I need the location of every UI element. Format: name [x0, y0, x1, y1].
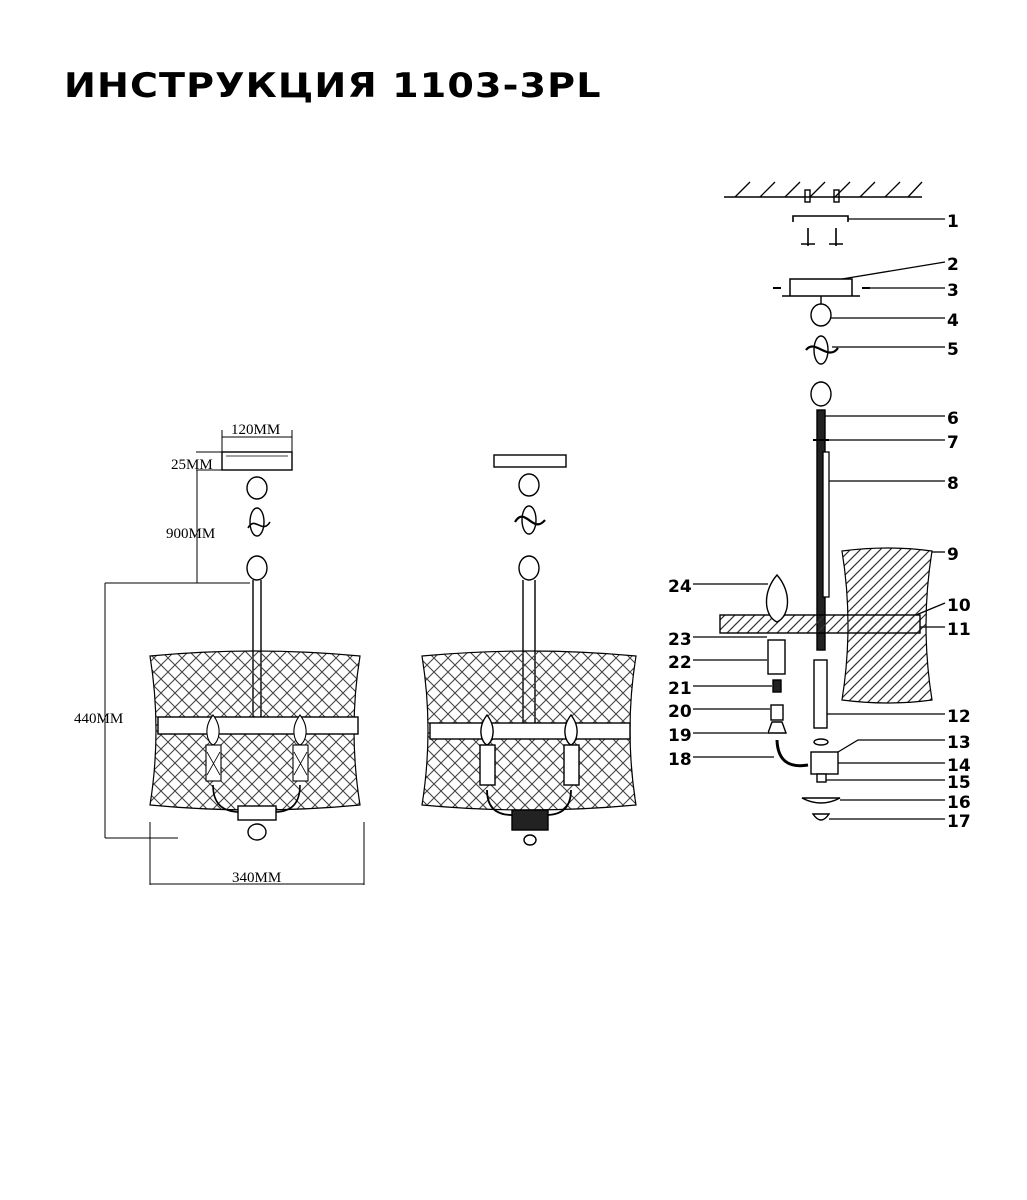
part-number: 8 — [947, 474, 959, 494]
part-number: 10 — [947, 596, 971, 616]
part-number: 14 — [947, 756, 971, 776]
dim-lamp-width: 340MM — [232, 870, 281, 886]
part-number: 20 — [668, 702, 692, 722]
dim-height-base: 25MM — [171, 457, 213, 473]
part-number: 21 — [668, 679, 692, 699]
shade-ring-left — [157, 716, 359, 735]
part-number: 12 — [947, 707, 971, 727]
front-view-dimensioned — [104, 430, 365, 885]
part-number: 16 — [947, 793, 971, 813]
part-number: 15 — [947, 773, 971, 793]
part-number: 17 — [947, 812, 971, 832]
part-number: 5 — [947, 340, 959, 360]
part-number: 23 — [668, 630, 692, 650]
dim-chain-length: 900MM — [166, 526, 215, 542]
part-number: 24 — [668, 577, 692, 597]
part-number: 18 — [668, 750, 692, 770]
candle-bulb-icon — [205, 714, 309, 782]
part-number: 11 — [947, 620, 971, 640]
part-number: 6 — [947, 409, 959, 429]
part-number: 22 — [668, 653, 692, 673]
part-number: 3 — [947, 281, 959, 301]
dim-width-base: 120MM — [231, 422, 280, 438]
canopy-left — [221, 451, 293, 471]
part-number: 7 — [947, 433, 959, 453]
part-number: 2 — [947, 255, 959, 275]
front-view-plain — [421, 454, 637, 846]
part-number: 4 — [947, 311, 959, 331]
part-numbers: 1 2 3 4 5 6 7 8 9 10 11 12 13 14 15 16 1… — [668, 212, 971, 832]
part-number: 9 — [947, 545, 959, 565]
dim-lamp-height: 440MM — [74, 711, 123, 727]
part-number: 19 — [668, 726, 692, 746]
page-title: ИНСТРУКЦИЯ 1103-3PL — [64, 66, 602, 106]
part-number: 1 — [947, 212, 959, 232]
exploded-view — [693, 181, 946, 821]
part-number: 13 — [947, 733, 971, 753]
